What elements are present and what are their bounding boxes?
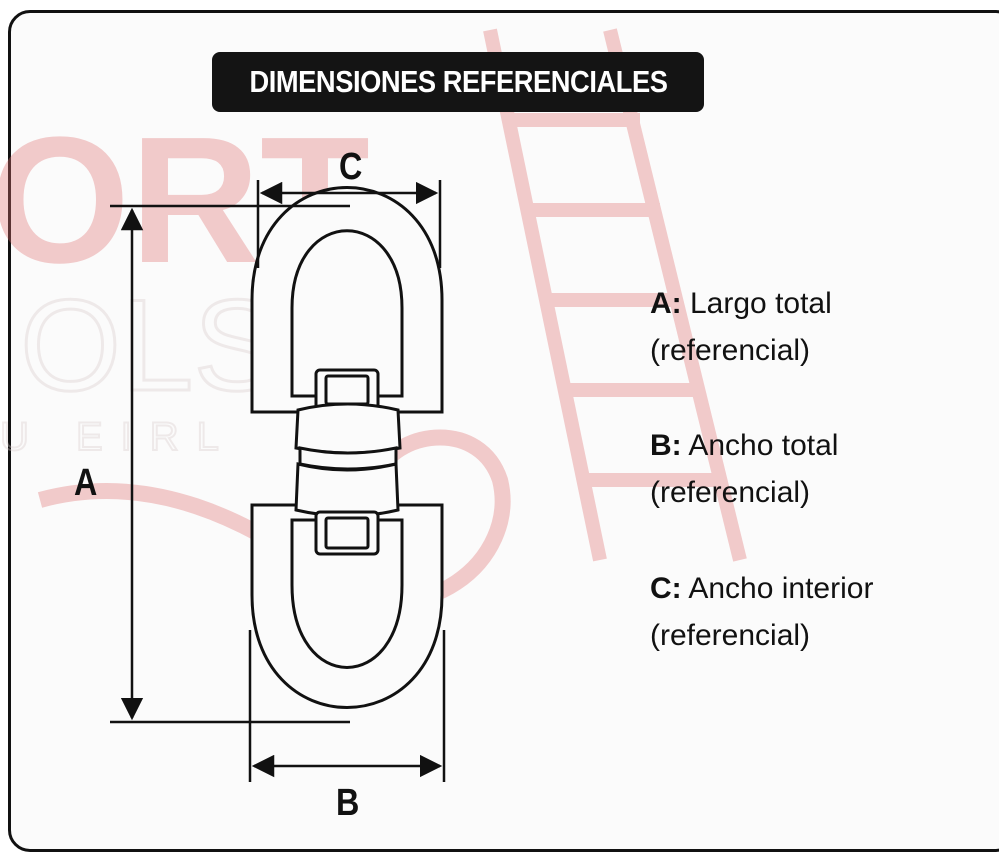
page-title: DIMENSIONES REFERENCIALES: [249, 64, 667, 99]
dimension-label-a: A: [74, 462, 98, 504]
bottom-nut-inner: [324, 516, 370, 550]
legend-item-c: C: Ancho interior (referencial): [650, 565, 873, 659]
legend-item-b: B: Ancho total (referencial): [650, 422, 838, 516]
legend-text-a: Largo total: [690, 287, 832, 320]
legend-key-c: C:: [650, 572, 682, 605]
top-nut-inner: [324, 374, 370, 406]
legend-item-a: A: Largo total (referencial): [650, 280, 832, 374]
dimension-label-c: C: [339, 146, 363, 188]
dimension-label-b: B: [336, 782, 360, 824]
top-collar: [294, 402, 402, 455]
legend-key-a: A:: [650, 287, 682, 320]
bottom-eye-inner: [290, 518, 404, 669]
legend-key-b: B:: [650, 429, 682, 462]
legend-note-a: (referencial): [650, 334, 811, 367]
diagram-frame: [8, 10, 999, 852]
legend-text-c: Ancho interior: [688, 572, 874, 605]
top-eye-inner: [290, 229, 404, 398]
legend-note-c: (referencial): [650, 619, 811, 652]
legend-note-b: (referencial): [650, 476, 811, 509]
legend-text-b: Ancho total: [688, 429, 839, 462]
title-banner: DIMENSIONES REFERENCIALES: [212, 52, 704, 112]
bottom-collar: [294, 462, 400, 518]
